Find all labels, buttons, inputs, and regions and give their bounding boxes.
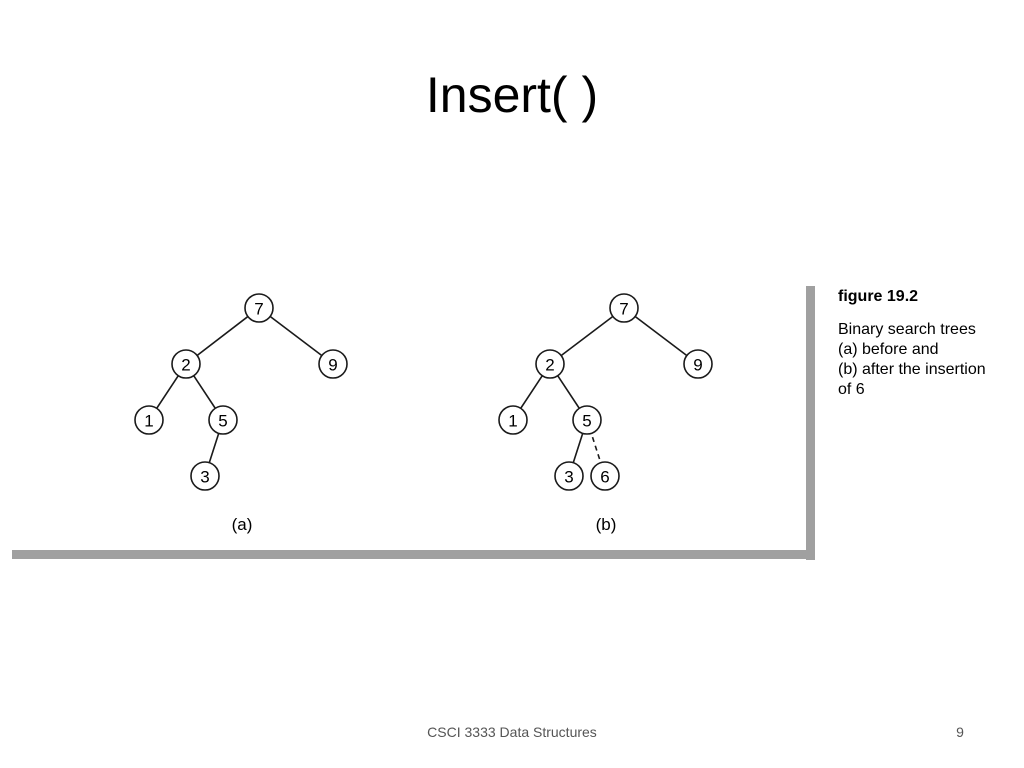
edge-b-7-2	[549, 307, 625, 365]
tree-a-node-7-label: 7	[254, 300, 263, 319]
caption-line: Binary search trees	[838, 321, 976, 338]
tree-a-node-5-label: 5	[218, 412, 227, 431]
tree-a-node-3: 3	[190, 461, 220, 491]
tree-b-node-2-label: 2	[545, 356, 554, 375]
figure-caption-text: Binary search trees (a) before and (b) a…	[838, 320, 1024, 400]
frame-right-border	[806, 286, 815, 560]
tree-b-node-5: 5	[572, 405, 602, 435]
tree-a-node-2-label: 2	[181, 356, 190, 375]
edge-b-7-9	[623, 307, 699, 365]
tree-b-node-3-label: 3	[564, 468, 573, 487]
tree-b-node-3: 3	[554, 461, 584, 491]
edge-a-7-2	[185, 307, 260, 365]
tree-a-node-9-label: 9	[328, 356, 337, 375]
caption-line: (a) before and	[838, 341, 939, 358]
tree-a-label: (a)	[232, 515, 253, 534]
tree-b-node-9: 9	[683, 349, 713, 379]
tree-a-node-3-label: 3	[200, 468, 209, 487]
figure-number: figure 19.2	[838, 288, 919, 305]
tree-b-node-7-label: 7	[619, 300, 628, 319]
footer-course: CSCI 3333 Data Structures	[427, 724, 597, 740]
tree-b-node-1: 1	[498, 405, 528, 435]
tree-b-node-9-label: 9	[693, 356, 702, 375]
tree-b-node-2: 2	[535, 349, 565, 379]
tree-b-node-6: 6	[590, 461, 620, 491]
edge-a-7-9	[258, 307, 334, 365]
frame-bottom-border	[12, 550, 815, 559]
page-number: 9	[956, 724, 964, 740]
tree-a-node-2: 2	[171, 349, 201, 379]
tree-b-label: (b)	[596, 515, 617, 534]
figure-caption: figure 19.2 Binary search trees (a) befo…	[838, 288, 1024, 400]
slide-title: Insert( )	[425, 67, 599, 123]
caption-line: of 6	[838, 381, 865, 398]
tree-b-node-7: 7	[609, 293, 639, 323]
tree-a-node-5: 5	[208, 405, 238, 435]
tree-b-node-6-label: 6	[600, 468, 609, 487]
tree-a-node-1-label: 1	[144, 412, 153, 431]
tree-b-node-1-label: 1	[508, 412, 517, 431]
tree-a-node-7: 7	[244, 293, 274, 323]
tree-a-node-9: 9	[318, 349, 348, 379]
tree-a-node-1: 1	[134, 405, 164, 435]
caption-line: (b) after the insertion	[838, 361, 986, 378]
tree-a: 7 2 9 1 5 3 (a)	[134, 293, 348, 534]
tree-b: 7 2 9 1 5 3 6	[498, 293, 713, 534]
tree-b-node-5-label: 5	[582, 412, 591, 431]
